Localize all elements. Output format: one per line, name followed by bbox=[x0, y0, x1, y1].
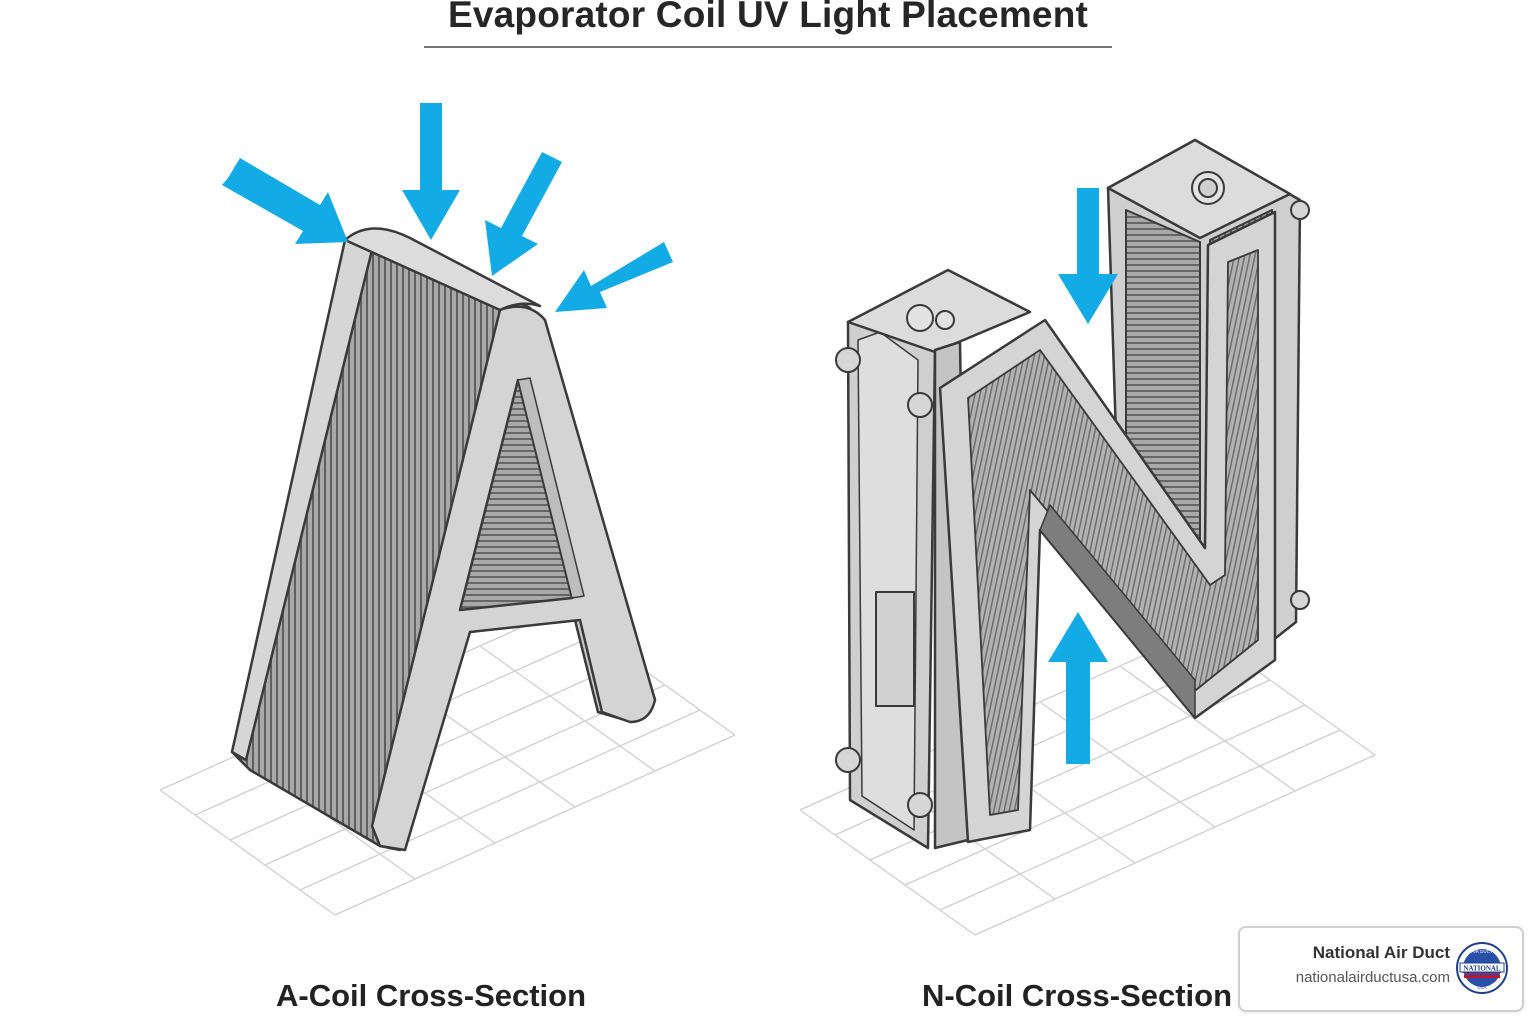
title-underline bbox=[424, 46, 1112, 48]
logo-text-air-duct: AIR DUCT bbox=[1471, 949, 1493, 954]
uv-arrow-icon bbox=[1048, 612, 1108, 764]
uv-arrow-icon bbox=[485, 152, 562, 276]
uv-arrow-icon bbox=[222, 158, 348, 244]
uv-arrow-icon bbox=[555, 242, 673, 312]
uv-arrow-icon bbox=[402, 103, 460, 240]
n-coil-caption: N-Coil Cross-Section bbox=[922, 978, 1233, 1013]
national-air-duct-logo-icon: NATIONAL AIR DUCT USA bbox=[1456, 942, 1508, 994]
page-title: Evaporator Coil UV Light Placement bbox=[447, 0, 1089, 35]
a-coil-uv-arrows bbox=[222, 103, 673, 312]
a-coil-caption: A-Coil Cross-Section bbox=[276, 978, 587, 1013]
a-coil-illustration bbox=[230, 227, 657, 852]
n-coil-uv-arrows bbox=[1048, 188, 1118, 764]
logo-text-usa: USA bbox=[1477, 985, 1486, 990]
brand-name: National Air Duct bbox=[1312, 943, 1450, 962]
uv-arrow-icon bbox=[1058, 188, 1118, 324]
brand-watermark[interactable]: National Air Duct nationalairductusa.com… bbox=[1238, 926, 1524, 1012]
brand-url[interactable]: nationalairductusa.com bbox=[1295, 969, 1450, 986]
n-coil-illustration bbox=[835, 138, 1310, 850]
logo-text-national: NATIONAL bbox=[1463, 964, 1501, 972]
